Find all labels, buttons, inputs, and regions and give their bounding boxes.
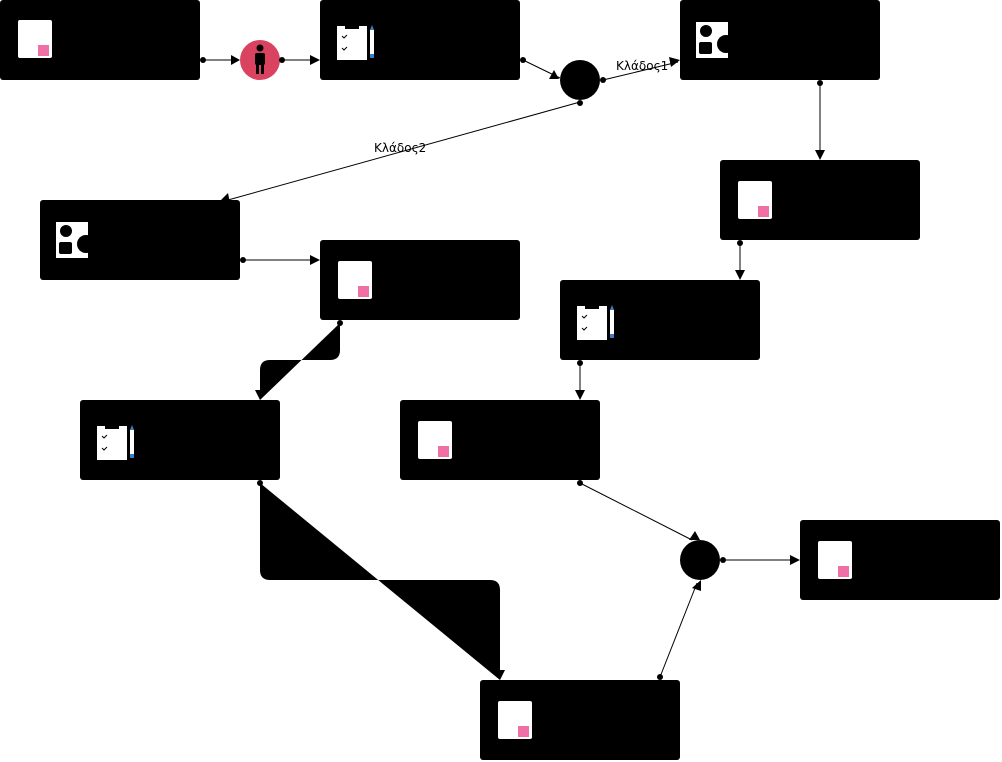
user-task-node-3[interactable] — [80, 400, 280, 480]
task-node-4[interactable] — [400, 400, 600, 480]
task-node-6[interactable] — [480, 680, 680, 760]
arrowhead — [310, 255, 320, 265]
arrowhead — [692, 580, 701, 591]
branch-label-1: Κλάδος1 — [616, 59, 668, 73]
arrowhead — [549, 70, 559, 79]
shapes-task-node-1[interactable] — [680, 0, 880, 80]
task-node-5[interactable] — [800, 520, 1000, 600]
document-icon — [418, 421, 452, 459]
arrowhead — [689, 531, 700, 540]
arrowhead — [815, 150, 825, 160]
edge-user3-task6 — [260, 483, 500, 680]
task-node-2[interactable] — [720, 160, 920, 240]
document-icon — [818, 541, 852, 579]
document-icon — [18, 20, 52, 58]
start-event[interactable] — [240, 40, 280, 80]
arrowhead — [669, 57, 680, 67]
shapes-task-node-2[interactable] — [40, 200, 240, 280]
edge-gateway-shapes2 — [227, 101, 581, 201]
edge-task3-user3 — [260, 323, 340, 400]
arrowhead — [575, 390, 585, 400]
arrowhead — [255, 390, 265, 400]
arrowhead — [231, 55, 240, 65]
branch-label-2: Κλάδος2 — [374, 141, 426, 155]
document-icon — [738, 181, 772, 219]
gateway-2[interactable] — [680, 540, 720, 580]
user-task-node-2[interactable] — [560, 280, 760, 360]
edge-task4-gateway2 — [579, 482, 693, 541]
arrowhead — [310, 55, 320, 65]
document-icon — [498, 701, 532, 739]
connectors — [203, 55, 825, 680]
arrowhead — [790, 555, 800, 565]
edge-gateway-shapes1 — [602, 61, 679, 81]
person-icon — [255, 44, 265, 74]
document-icon — [338, 261, 372, 299]
task-node-3[interactable] — [320, 240, 520, 320]
task-node-1[interactable] — [0, 0, 200, 80]
arrowhead — [735, 270, 745, 280]
edge-task6-gateway2 — [659, 582, 698, 678]
arrowhead — [495, 670, 505, 680]
connection-ports — [200, 57, 823, 680]
gateway-1[interactable] — [560, 60, 600, 100]
user-task-node-1[interactable] — [320, 0, 520, 80]
